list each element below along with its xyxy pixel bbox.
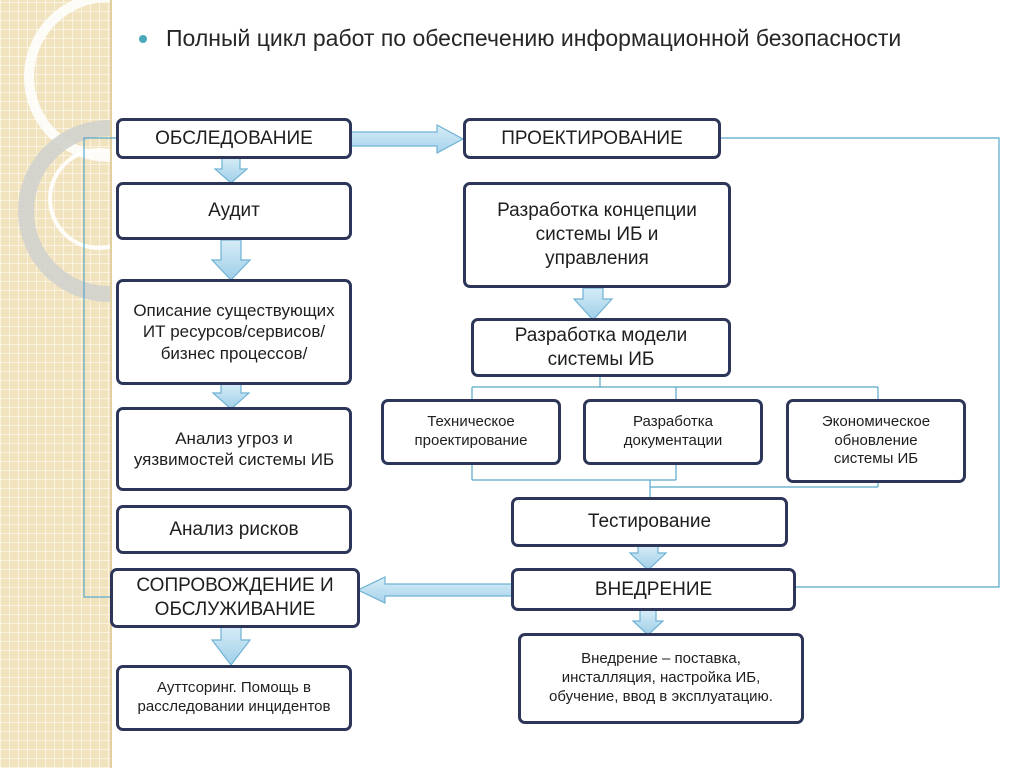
panel-edge — [110, 0, 112, 768]
box-obsledovanie: ОБСЛЕДОВАНИЕ — [116, 118, 352, 159]
bullet-icon — [139, 35, 147, 43]
slide-heading: Полный цикл работ по обеспечению информа… — [166, 25, 902, 51]
arrow-down — [631, 609, 665, 636]
box-auditing: Ауттсоринг. Помощь в расследовании инцид… — [116, 665, 352, 731]
box-vnedrenie-detail: Внедрение – поставка, инсталляция, настр… — [518, 633, 804, 724]
arrow-down — [628, 545, 668, 571]
box-ekonomicheskoe: Экономическое обновление системы ИБ — [786, 399, 966, 483]
branch-connector-top — [471, 376, 879, 401]
box-vnedrenie: ВНЕДРЕНИЕ — [511, 568, 796, 611]
box-tehnicheskoe: Техническое проектирование — [381, 399, 561, 465]
box-testirovanie: Тестирование — [511, 497, 788, 547]
decorative-side-panel — [0, 0, 112, 768]
arrow-down — [210, 626, 252, 666]
box-opisanie: Описание существующих ИТ ресурсов/сервис… — [116, 279, 352, 385]
arrow-right-obsledovanie-proektirovanie — [350, 123, 465, 155]
arrow-down — [572, 287, 614, 321]
box-razrabotka-modeli: Разработка модели системы ИБ — [471, 318, 731, 377]
box-audit: Аудит — [116, 182, 352, 240]
arrow-down — [210, 239, 252, 281]
branch-connector-bottom — [471, 464, 879, 497]
box-proektirovanie: ПРОЕКТИРОВАНИЕ — [463, 118, 721, 159]
arrow-left-vnedrenie-soprovozhdenie — [356, 576, 514, 604]
loop-connector-left — [83, 137, 118, 598]
box-soprovozhdenie: СОПРОВОЖДЕНИЕ И ОБСЛУЖИВАНИЕ — [110, 568, 360, 628]
box-analiz-riskov: Анализ рисков — [116, 505, 352, 554]
box-dokumentacii: Разработка документации — [583, 399, 763, 465]
arrow-down — [211, 383, 251, 410]
box-analiz-ugroz: Анализ угроз и уязвимостей системы ИБ — [116, 407, 352, 491]
arrow-down — [213, 157, 249, 184]
box-razrabotka-koncepcii: Разработка концепции системы ИБ и управл… — [463, 182, 731, 288]
loop-connector-right — [720, 137, 1000, 588]
